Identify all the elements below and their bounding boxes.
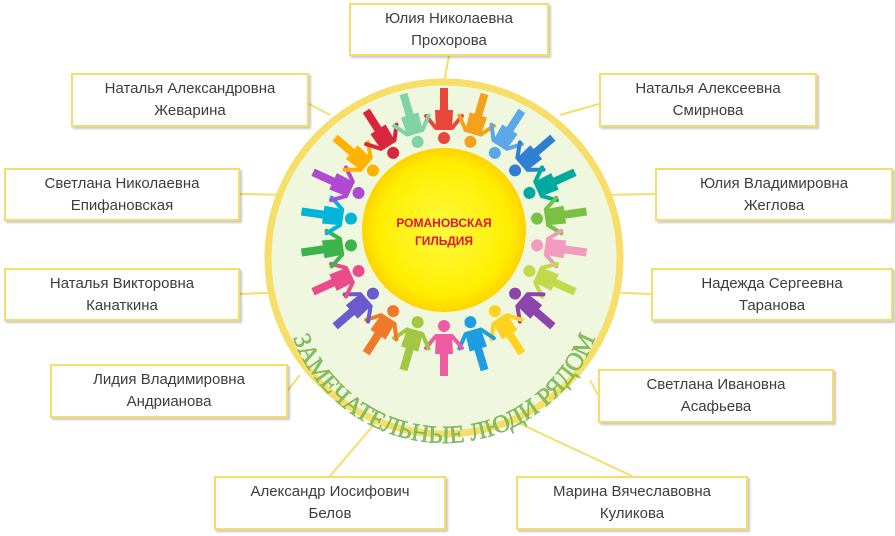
connector-line	[589, 379, 599, 396]
person-box-prokhorova: Юлия Николаевна Прохорова	[349, 3, 549, 56]
connector-line	[308, 103, 331, 116]
person-second-line: Епифановская	[70, 196, 174, 214]
people-figures	[300, 88, 588, 376]
person-first-line: Юлия Николаевна	[385, 9, 513, 27]
person-box-zheglova: Юлия Владимировна Жеглова	[655, 168, 893, 221]
person-box-andrianova: Лидия Владимировна Андрианова	[50, 364, 288, 418]
connector-line	[443, 55, 450, 83]
person-second-line: Куликова	[599, 505, 665, 522]
person-second-line: Жеглова	[743, 196, 805, 214]
person-box-zhevarina: Наталья Александровна Жеварина	[71, 73, 309, 127]
person-figure	[424, 320, 464, 376]
person-first-line: Светлана Николаевна	[44, 174, 200, 192]
person-figure	[523, 165, 577, 203]
person-figure	[457, 92, 496, 148]
connector-line	[511, 419, 633, 477]
person-figure	[509, 287, 556, 330]
person-second-line: Смирнова	[672, 102, 744, 119]
person-box-belov: Александр Иосифович Белов	[214, 476, 446, 530]
person-figure	[488, 305, 526, 356]
person-first-line: Лидия Владимировна	[93, 371, 245, 388]
center-label-line1: РОМАНОВСКАЯ	[396, 216, 491, 230]
connector-line	[559, 103, 600, 116]
person-first-line: Александр Иосифович	[250, 483, 410, 500]
person-first-line: Наталья Алексеевна	[635, 80, 781, 97]
person-second-line: Таранова	[738, 296, 806, 314]
person-first-line: Надежда Сергеевна	[701, 274, 843, 292]
connector-line	[287, 374, 301, 391]
person-second-line: Канаткина	[86, 296, 158, 314]
person-box-taranova: Надежда Сергеевна Таранова	[651, 268, 893, 321]
person-figure	[300, 228, 357, 269]
person-box-smirnova: Наталья Алексеевна Смирнова	[599, 73, 817, 127]
center-sun	[362, 148, 526, 312]
person-first-line: Юлия Владимировна	[699, 174, 849, 192]
person-figure	[531, 228, 588, 269]
person-second-line: Жеварина	[154, 102, 226, 119]
person-first-line: Светлана Ивановна	[646, 376, 786, 393]
center-label-line2: ГИЛЬДИЯ	[415, 234, 473, 248]
person-figure	[523, 261, 577, 299]
person-second-line: Белов	[308, 505, 352, 522]
person-figure	[362, 108, 400, 159]
person-first-line: Марина Вячеславовна	[553, 483, 711, 500]
person-figure	[457, 316, 496, 372]
person-second-line: Прохорова	[411, 31, 487, 49]
person-box-kulikova: Марина Вячеславовна Куликова	[516, 476, 748, 530]
person-figure	[392, 92, 431, 148]
person-box-epifanovskaya: Светлана Николаевна Епифановская	[4, 168, 240, 221]
connector-line	[329, 419, 379, 477]
person-second-line: Андрианова	[126, 393, 212, 410]
person-first-line: Наталья Викторовна	[49, 274, 195, 292]
person-box-kanatkina: Наталья Викторовна Канаткина	[4, 268, 240, 321]
person-second-line: Асафьева	[680, 398, 752, 415]
person-first-line: Наталья Александровна	[104, 80, 276, 97]
person-box-asafyeva: Светлана Ивановна Асафьева	[598, 369, 834, 423]
person-figure	[509, 134, 556, 177]
person-figure	[531, 195, 588, 236]
person-figure	[332, 134, 379, 177]
